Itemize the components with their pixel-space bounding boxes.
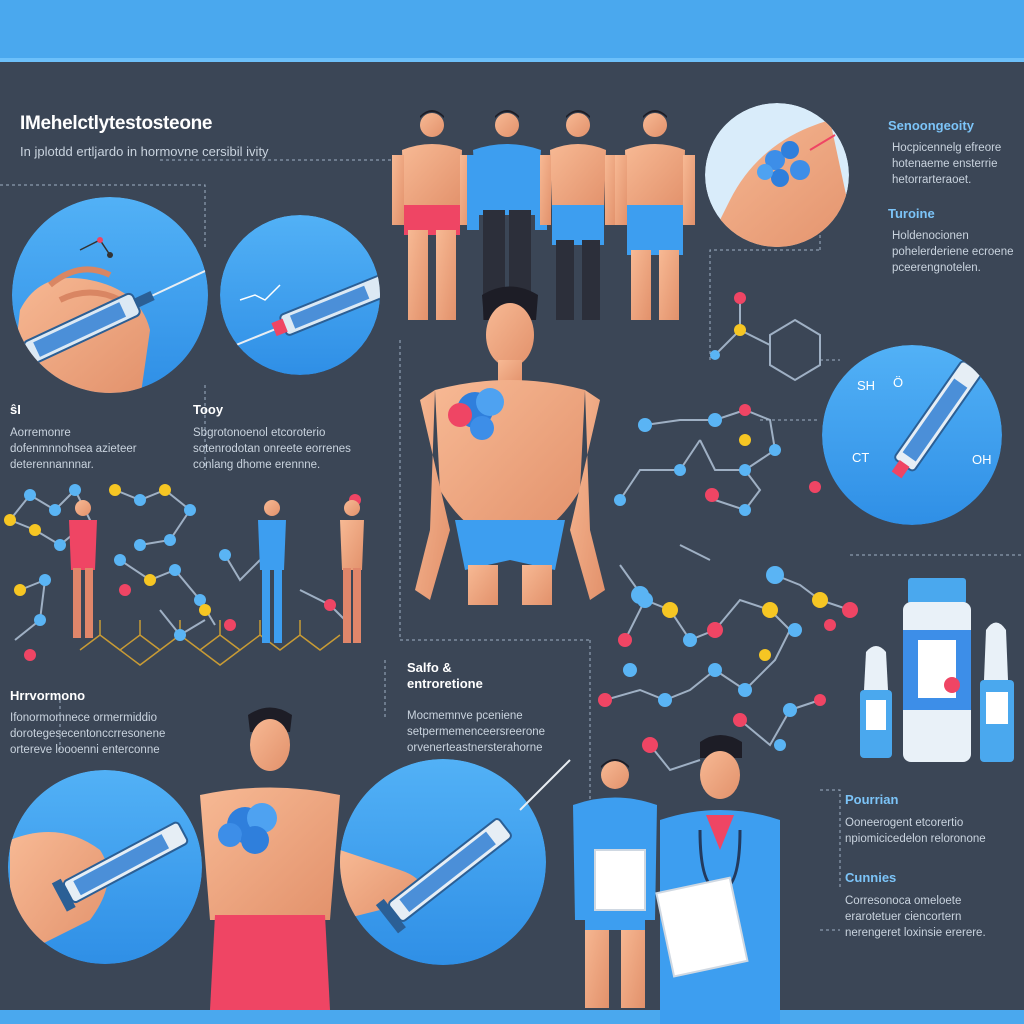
syringe-circle-center [220, 215, 380, 375]
section-heading: Salfo & entroretione [407, 660, 483, 692]
vial-icon [903, 578, 971, 762]
section-line: conlang dhome erennne. [193, 459, 321, 471]
molecule-atoms [4, 484, 361, 661]
section-line: Corresonoca omeloete [845, 895, 962, 907]
syringe-label: OH [972, 452, 992, 467]
syringe-label: SH [857, 378, 876, 393]
section-line: ortereve loooenni enterconne [10, 744, 160, 756]
section-line: npiomicicedelon reloronone [845, 833, 986, 845]
connector-lines [0, 159, 1024, 931]
needle-line [519, 759, 571, 811]
section-body: Holdenocionen pohelerderiene ecroene pce… [892, 228, 1013, 276]
molecule-circle [705, 103, 849, 247]
human-figure-icon [340, 500, 364, 643]
doctor-icon [573, 759, 657, 1008]
human-figure-icon [69, 500, 97, 638]
section-line: dofenmnnohsea azieteer [10, 443, 137, 455]
syringe-circle-right [822, 345, 1002, 525]
human-figure-icon [258, 500, 286, 643]
molecule-icon [448, 388, 504, 440]
heading-line: entroretione [407, 676, 483, 691]
section-line: dorotegesecentonccrresonene [10, 728, 166, 740]
syringe-label: Ö [893, 375, 904, 390]
section-heading: Hrrvormono [10, 688, 86, 703]
syringe-circle-bottom-left [8, 770, 202, 964]
section-body: Aorremonre dofenmnnohsea azieteer detere… [10, 425, 137, 473]
top-banner [0, 0, 1024, 58]
section-body: Mocmemnve pceniene setpermemenceersreero… [407, 708, 545, 756]
human-figure-icon [540, 110, 616, 320]
bottom-figure [200, 707, 340, 1010]
clipboard-icon [655, 876, 749, 978]
section-line: Sbgrotonoenol etcoroterio [193, 427, 326, 439]
syringe-icon [51, 821, 189, 912]
section-line: Aorremonre [10, 427, 71, 439]
molecule-icon [757, 141, 810, 187]
syringe-icon [227, 268, 380, 350]
heading-line: Salfo & [407, 660, 452, 675]
section-body: Sbgrotonoenol etcoroterio sotenrodotan o… [193, 425, 351, 473]
molecule-icon [218, 803, 277, 854]
syringe-circle-bottom-center [340, 759, 546, 965]
section-line: hotenaeme ensterrie [892, 158, 998, 170]
doctor-icon [655, 735, 780, 1024]
section-heading: Turoine [888, 206, 935, 221]
molecule-atoms [598, 292, 858, 753]
vial-icon [980, 622, 1014, 762]
vial-icon [860, 646, 892, 758]
section-body: Ooneerogent etcorertio npiomicicedelon r… [845, 815, 986, 847]
section-line: orvenerteastnersterahorne [407, 742, 543, 754]
section-line: Mocmemnve pceniene [407, 710, 523, 722]
syringe-label: CT [852, 450, 870, 465]
section-line: nerengeret loxinsie ererere. [845, 927, 986, 939]
page-subtitle: In jplotdd ertljardo in hormovne cersibi… [20, 144, 269, 159]
section-line: pceerengnotelen. [892, 262, 981, 274]
human-figure-icon [392, 110, 472, 320]
section-body: Corresonoca omeloete erarotetuer ciencor… [845, 893, 986, 941]
section-line: erarotetuer ciencortern [845, 911, 962, 923]
section-line: sotenrodotan onreete eorrenes [193, 443, 351, 455]
section-line: Ifonormomnece ormermiddio [10, 712, 158, 724]
section-heading: Cunnies [845, 870, 897, 885]
top-rule [0, 58, 1024, 62]
hexagon-lattice [79, 620, 341, 666]
page-title: IMehelctlytestosteone [20, 113, 213, 134]
central-figure [415, 286, 605, 605]
section-line: deterennannnar. [10, 459, 94, 471]
section-line: setpermemenceersreerone [407, 726, 546, 738]
clipboard-icon [594, 849, 646, 911]
section-line: hetorrarteraoet. [892, 174, 972, 186]
molecule-icon [604, 295, 851, 772]
section-line: Hocpicennelg efreore [892, 142, 1002, 154]
section-line: pohelerderiene ecroene [892, 246, 1014, 258]
section-heading: ŝI [10, 402, 21, 417]
section-body: Ifonormomnece ormermiddio dorotegesecent… [10, 710, 165, 758]
section-heading: Tooy [193, 402, 224, 417]
section-line: Ooneerogent etcorertio [845, 817, 964, 829]
section-body: Hocpicennelg efreore hotenaeme ensterrie… [892, 140, 1001, 188]
section-line: Holdenocionen [892, 230, 969, 242]
human-figure-icon [615, 110, 695, 320]
syringe-icon [375, 818, 512, 934]
section-heading: Pourrian [845, 792, 899, 807]
section-heading: Senoongeoity [888, 118, 974, 133]
syringe-circle-left [12, 197, 208, 393]
